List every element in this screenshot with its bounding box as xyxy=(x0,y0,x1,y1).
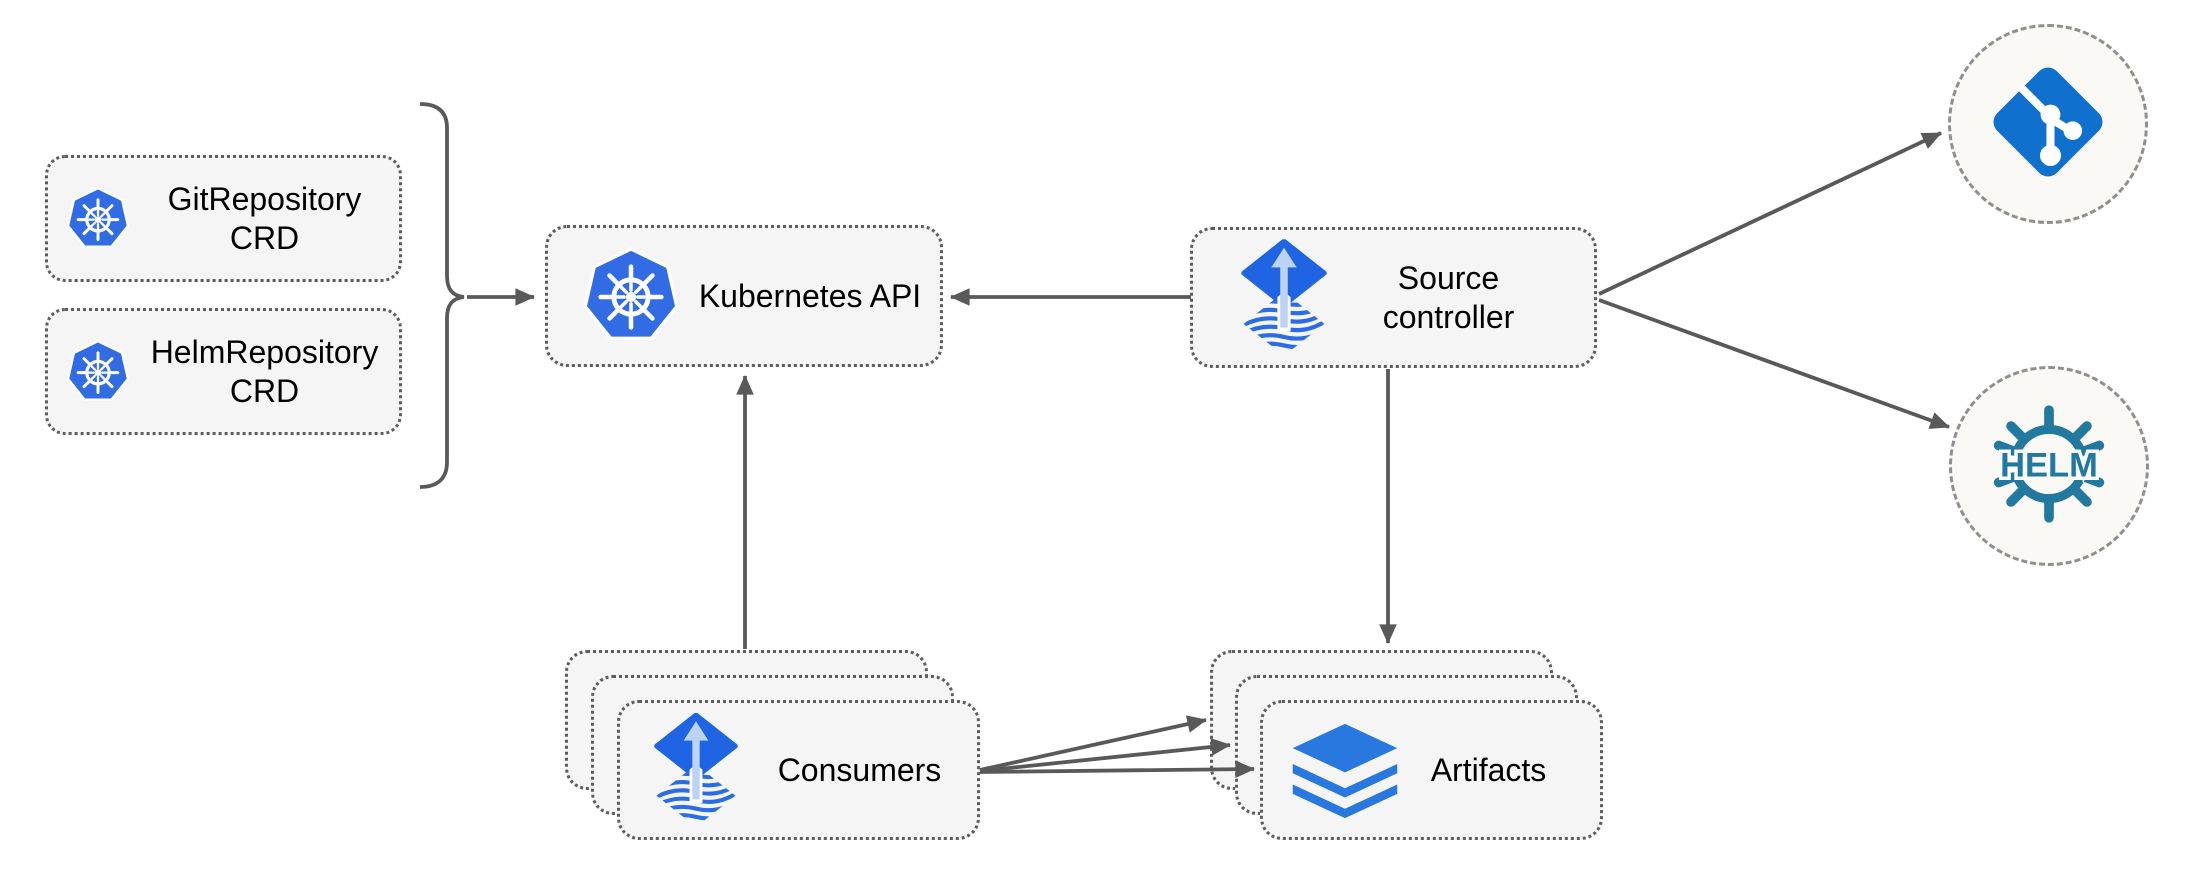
node-source-controller-label: Source controller xyxy=(1382,259,1515,335)
edge-consumers-to-artifacts-1 xyxy=(979,715,1207,772)
node-consumers: Consumers xyxy=(617,700,980,840)
node-kubernetes-api: Kubernetes API xyxy=(545,225,943,367)
node-git-remote xyxy=(1948,24,2148,224)
git-icon xyxy=(1986,60,2110,189)
node-helm-repository-crd-label: HelmRepository CRD xyxy=(150,333,379,409)
node-artifacts: Artifacts xyxy=(1260,700,1603,840)
brace-crds xyxy=(419,102,465,489)
layers-icon xyxy=(1289,722,1401,819)
edge-consumers-to-artifacts-2 xyxy=(979,738,1231,773)
edge-source-controller-to-helm-remote xyxy=(1598,298,1950,429)
node-git-repository-crd: GitRepository CRD xyxy=(45,155,402,282)
helm-logo-text: HELM xyxy=(2000,446,2098,484)
node-consumers-label: Consumers xyxy=(777,751,942,788)
node-helm-remote: HELM xyxy=(1949,366,2149,566)
node-source-controller: Source controller xyxy=(1190,227,1597,368)
node-kubernetes-api-label: Kubernetes API xyxy=(698,277,922,314)
node-git-repository-crd-label: GitRepository CRD xyxy=(167,180,362,256)
kubernetes-icon xyxy=(66,187,130,251)
kubernetes-icon xyxy=(582,247,680,345)
helm-icon: HELM xyxy=(1980,395,2118,538)
node-artifacts-label: Artifacts xyxy=(1430,751,1547,788)
flux-icon xyxy=(1237,239,1331,356)
kubernetes-icon xyxy=(66,340,130,404)
flux-icon xyxy=(650,713,742,827)
node-helm-repository-crd: HelmRepository CRD xyxy=(45,308,402,435)
edge-source-controller-to-git-remote xyxy=(1598,131,1942,296)
